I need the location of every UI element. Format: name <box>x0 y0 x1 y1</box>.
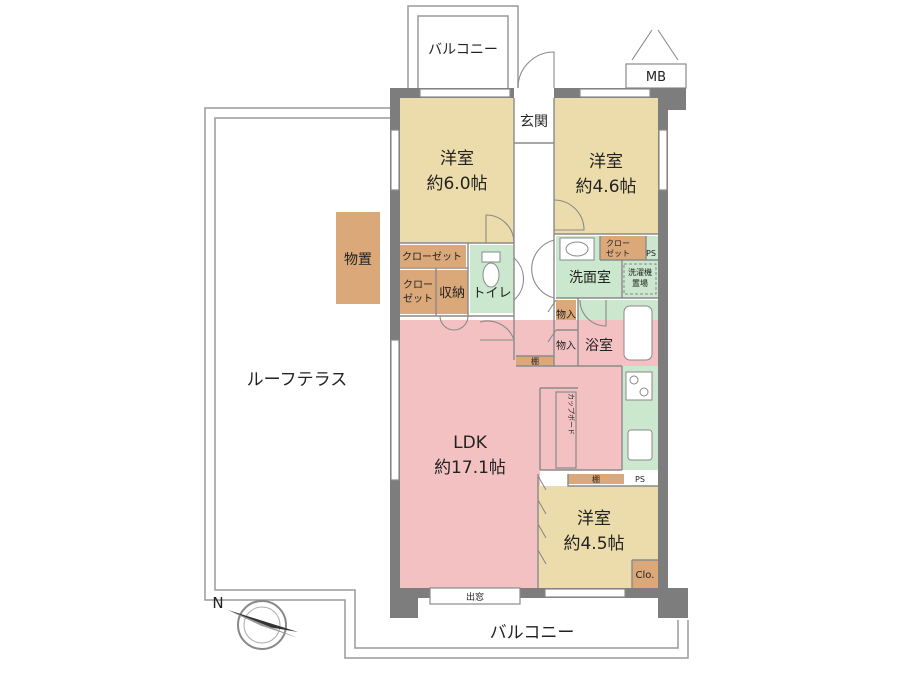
toilet-bowl <box>481 251 501 263</box>
room-b-name: 洋室 <box>589 152 623 172</box>
shelf-strip-2 <box>568 474 624 484</box>
room-c-name: 洋室 <box>577 509 611 529</box>
mb-label: MB <box>646 70 666 85</box>
door-washroom[interactable] <box>531 239 555 299</box>
roof-terrace-inner-outline <box>214 117 679 649</box>
wash-basin <box>559 237 595 261</box>
closet-area-a <box>400 245 466 267</box>
bay-window <box>429 587 521 605</box>
burner-1 <box>629 375 639 385</box>
mono-label-2: 物入 <box>556 339 576 352</box>
wall-corner-br <box>658 588 688 618</box>
door-toilet[interactable] <box>513 257 524 301</box>
balcony-top-outline <box>407 5 519 88</box>
wash-basin-bowl <box>565 241 589 257</box>
bath-label: 浴室 <box>585 337 613 354</box>
balcony-bottom-label: バルコニー <box>490 623 575 643</box>
entrance-label: 玄関 <box>520 113 548 130</box>
western-room-a <box>400 98 514 243</box>
closet-b-area <box>600 236 646 260</box>
door-room-a[interactable] <box>485 214 515 244</box>
mono-label-1: 物入 <box>556 308 576 321</box>
cupboard-box <box>555 391 577 469</box>
ldk-area-3 <box>540 388 622 470</box>
clo-area <box>632 560 658 588</box>
room-a-size: 約6.0帖 <box>426 174 487 194</box>
window-top-a <box>419 88 511 98</box>
window-left-b <box>390 339 400 481</box>
compass <box>228 600 298 650</box>
burner-2 <box>639 387 649 397</box>
closet-top-label: クローゼット <box>402 251 462 263</box>
bathtub <box>623 305 653 361</box>
window-left-a <box>390 129 400 191</box>
storage-shed-label: 物置 <box>344 252 372 268</box>
entrance-area <box>514 98 554 143</box>
storage-shed <box>336 212 380 304</box>
wall-corner-tr <box>658 88 686 110</box>
balcony-top-label: バルコニー <box>428 42 498 58</box>
closet-small-label-2: ゼット <box>403 293 433 305</box>
ps-bottom-label: PS <box>635 475 645 484</box>
washer-label-1: 洗濯機 <box>628 267 652 277</box>
room-a-name: 洋室 <box>440 149 474 169</box>
ldk-area <box>400 320 658 388</box>
ldk-area-2 <box>400 388 540 588</box>
door-closet-a[interactable] <box>439 315 469 331</box>
door-ldk[interactable] <box>479 320 515 341</box>
roof-terrace-outline <box>204 107 689 659</box>
washroom-label: 洗面室 <box>569 269 611 286</box>
door-room-b[interactable] <box>553 199 585 231</box>
stove <box>625 371 653 401</box>
western-room-b <box>554 98 658 234</box>
door-entrance[interactable] <box>517 51 555 89</box>
door-mono[interactable] <box>547 299 557 343</box>
shelf-strip-1 <box>516 356 554 366</box>
balcony-top-inner <box>417 15 509 88</box>
toilet-label: トイレ <box>472 286 511 301</box>
kitchen-sink <box>627 429 653 461</box>
window-bottom-a <box>544 588 626 598</box>
room-c-size: 約4.5帖 <box>563 534 624 554</box>
closet-b-label-1: クロー <box>606 239 630 248</box>
clo-label: Clo. <box>636 570 655 581</box>
shelf-label-1: 棚 <box>531 356 539 366</box>
closet-b-label-2: ゼット <box>606 248 630 258</box>
closet-small-label-1: クロー <box>403 279 433 291</box>
window-right-a <box>658 129 668 191</box>
window-top-b <box>579 88 651 98</box>
washer-box <box>623 263 657 295</box>
door-room-c[interactable] <box>537 475 547 565</box>
door-balcony-top[interactable] <box>631 29 679 61</box>
shuno-label: 収納 <box>439 286 465 301</box>
door-bath[interactable] <box>579 299 607 327</box>
closet-area-a2 <box>400 270 436 314</box>
washer-label-2: 置場 <box>632 278 648 288</box>
wall-bottom <box>390 588 668 598</box>
room-b-size: 約4.6帖 <box>575 177 636 197</box>
ldk-size: 約17.1帖 <box>434 458 506 478</box>
ps-top-label: PS <box>646 249 656 258</box>
wall-corner-bl <box>390 588 418 618</box>
roof-terrace-label: ルーフテラス <box>247 370 348 390</box>
toilet-seat <box>482 262 500 288</box>
shuno-area <box>436 270 468 314</box>
bay-window-label: 出窓 <box>466 591 484 603</box>
compass-n-label: N <box>212 594 223 612</box>
interior-partitions <box>400 98 658 588</box>
shelf-label-2: 棚 <box>592 474 600 484</box>
ldk-name: LDK <box>453 433 488 453</box>
wall-right <box>658 88 668 598</box>
cupboard-label: カップボード <box>567 393 575 435</box>
corridor <box>514 143 554 343</box>
